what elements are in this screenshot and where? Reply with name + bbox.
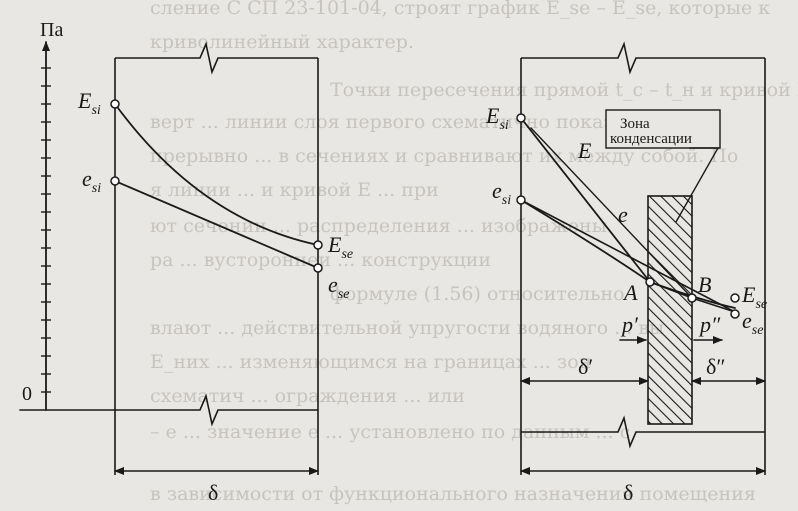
label-ese-left: ese	[328, 272, 349, 302]
label-Esi-right: Esi	[485, 103, 509, 133]
point-Ese-right	[730, 293, 740, 303]
bg-line-5: я линии ... и кривой E ... при	[150, 179, 439, 201]
label-delta-prime: δ′	[578, 354, 593, 379]
point-ese-upper	[313, 240, 323, 250]
label-Ese-left: Ese	[327, 232, 353, 262]
bg-line-8: формуле (1.56) относительно	[330, 283, 625, 305]
label-e-curve: e	[618, 202, 628, 227]
max-pressure-curve-left	[114, 103, 319, 246]
point-B	[687, 293, 697, 303]
wall-outline-right	[520, 41, 766, 475]
segment-B-ese	[691, 297, 736, 313]
segment-A-B	[649, 281, 693, 299]
label-p-double-prime: p″	[698, 312, 721, 337]
origin-label: 0	[22, 383, 32, 405]
point-esi-upper	[110, 99, 120, 109]
bg-line-10: E_ниx ... изменяющимся на границах ... з…	[150, 351, 591, 373]
label-ese-right: ese	[742, 308, 763, 338]
e-guide-line	[530, 127, 693, 299]
partial-pressure-line-left	[114, 180, 319, 269]
partial-pressure-curve-right	[520, 199, 651, 283]
bg-line-13: в зависимости от функционального назначе…	[150, 483, 756, 505]
insulation-layer	[647, 195, 693, 425]
max-pressure-line-right	[520, 117, 651, 283]
label-esi-left: esi	[82, 166, 101, 196]
bg-line-12: – е ... значение е ... установлено по да…	[150, 421, 630, 443]
zone-label-box	[605, 109, 721, 149]
left-diagram: Па 0 Esi esi Ese ese δ	[19, 19, 353, 505]
bg-line-4: прерывно ... в сечениях и сравнивают их …	[150, 145, 738, 167]
bg-line-2: Точки пересечения прямой t_с – t_н и кри…	[330, 79, 798, 101]
bg-line-0: сление С СП 23-101-04, строят график E_s…	[150, 0, 770, 19]
label-delta-double-prime: δ″	[706, 354, 726, 379]
bg-line-6: ют сечении ... распределения ... изображ…	[150, 215, 607, 237]
point-A	[645, 277, 655, 287]
partial-pressure-line-right	[520, 199, 736, 313]
bg-line-9: влают ... действительной упругости водян…	[150, 317, 664, 339]
label-Esi-left: Esi	[77, 88, 101, 118]
thickness-label-left: δ	[208, 480, 218, 505]
bg-line-11: схематич ... ограждения ... или	[150, 385, 465, 407]
bg-line-3: верт ... линии слоя первого схематично п…	[150, 111, 670, 133]
bg-line-1: криволинейный характер.	[150, 31, 414, 53]
axis-ticks	[41, 67, 51, 393]
point-esi-lower	[110, 176, 120, 186]
point-esi-right	[516, 195, 526, 205]
axis-unit-label: Па	[40, 19, 63, 41]
bg-line-7: ра ... вустороннеи ... конструкции	[150, 249, 491, 271]
label-esi-right: esi	[492, 178, 511, 208]
label-Ese-right: Ese	[741, 282, 767, 312]
point-ese-right	[730, 309, 740, 319]
zone-label-line1: Зона	[620, 116, 650, 132]
label-point-A: A	[622, 280, 638, 305]
zone-label-line2: конденсации	[610, 131, 692, 147]
background-text: сление С СП 23-101-04, строят график E_s…	[150, 0, 798, 505]
label-point-B: B	[698, 272, 711, 297]
label-p-prime: p′	[620, 312, 639, 337]
zone-pointer	[675, 147, 720, 223]
right-diagram: Зона конденсации Esi esi E e A B Ese ese…	[485, 41, 767, 505]
point-Esi-right	[516, 113, 526, 123]
thickness-label-right: δ	[623, 480, 633, 505]
label-E-curve: E	[577, 138, 592, 163]
point-ese-lower	[313, 263, 323, 273]
